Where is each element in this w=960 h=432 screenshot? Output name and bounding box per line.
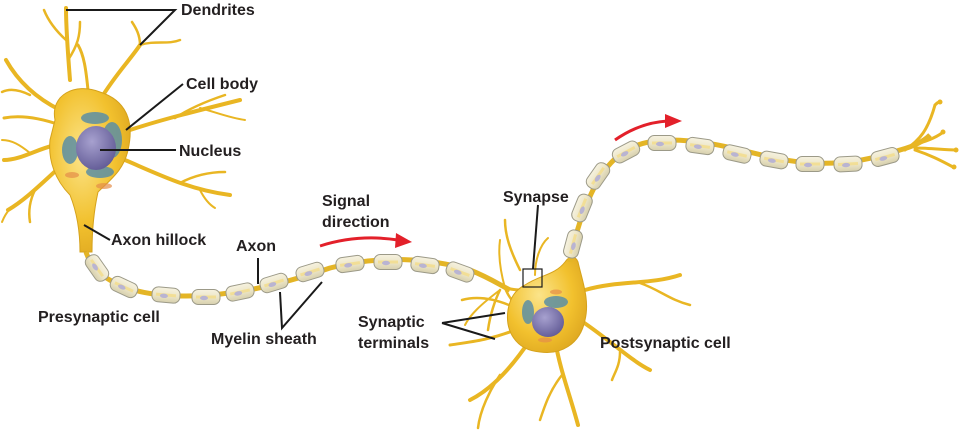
- leader-lines: [66, 9, 539, 340]
- label-postsynaptic-cell: Postsynaptic cell: [600, 335, 731, 352]
- myelin-segment: [225, 282, 255, 302]
- myelin-segment: [335, 254, 365, 274]
- myelin-segment: [295, 261, 325, 283]
- myelin-segment: [151, 286, 181, 304]
- myelin-segment: [685, 136, 715, 156]
- axon-terminal-branches: [903, 100, 957, 169]
- presynaptic-nucleus: [76, 126, 116, 170]
- myelin-sheath-segments: [84, 254, 475, 305]
- myelin-segment: [759, 150, 789, 170]
- label-synaptic-terminals-line1: Synaptic: [358, 314, 425, 331]
- myelin-segment: [191, 289, 221, 305]
- postsynaptic-nucleus: [532, 307, 564, 337]
- myelin-segment: [833, 155, 863, 173]
- myelin-segment: [585, 162, 611, 190]
- leader-dendrites: [66, 9, 178, 46]
- leader-synapse: [532, 204, 539, 270]
- myelin-segment: [571, 193, 593, 223]
- myelin-segment: [870, 147, 900, 167]
- postsynaptic-dendrites: [448, 218, 692, 430]
- label-synapse: Synapse: [503, 189, 569, 206]
- label-signal-direction-line2: direction: [322, 214, 390, 231]
- label-synaptic-terminals-line2: terminals: [358, 335, 430, 352]
- label-axon-hillock: Axon hillock: [111, 232, 207, 249]
- myelin-segment: [722, 144, 752, 164]
- myelin-segment: [259, 272, 289, 294]
- label-signal-direction-line1: Signal: [322, 193, 371, 210]
- label-nucleus: Nucleus: [179, 143, 242, 160]
- label-synaptic-terminals: Synaptic terminals: [358, 312, 429, 354]
- myelin-segment: [410, 255, 440, 275]
- label-presynaptic-cell: Presynaptic cell: [38, 309, 160, 326]
- myelin-segment: [611, 140, 641, 164]
- label-dendrites: Dendrites: [181, 2, 255, 19]
- label-axon: Axon: [236, 238, 276, 255]
- myelin-segment: [84, 254, 110, 282]
- myelin-segment: [563, 229, 583, 259]
- label-myelin-sheath: Myelin sheath: [211, 331, 317, 348]
- label-cell-body: Cell body: [186, 76, 259, 93]
- leader-cell-body: [125, 83, 184, 131]
- leader-myelin-sheath: [279, 281, 323, 331]
- myelin-segment: [647, 135, 677, 151]
- myelin-sheath-segments-postsynaptic: [563, 135, 900, 259]
- myelin-segment: [373, 254, 403, 270]
- label-signal-direction: Signal direction: [322, 191, 390, 233]
- postsynaptic-soma: [506, 256, 588, 354]
- leader-synaptic-terminals: [441, 312, 506, 340]
- signal-direction-arrow-2: [614, 114, 682, 142]
- signal-direction-arrow: [319, 233, 412, 248]
- leader-axon-hillock: [83, 224, 111, 241]
- myelin-segment: [795, 156, 825, 172]
- synapse-highlight-box: [522, 268, 543, 288]
- myelin-segment: [109, 275, 139, 299]
- myelin-segment: [445, 261, 475, 283]
